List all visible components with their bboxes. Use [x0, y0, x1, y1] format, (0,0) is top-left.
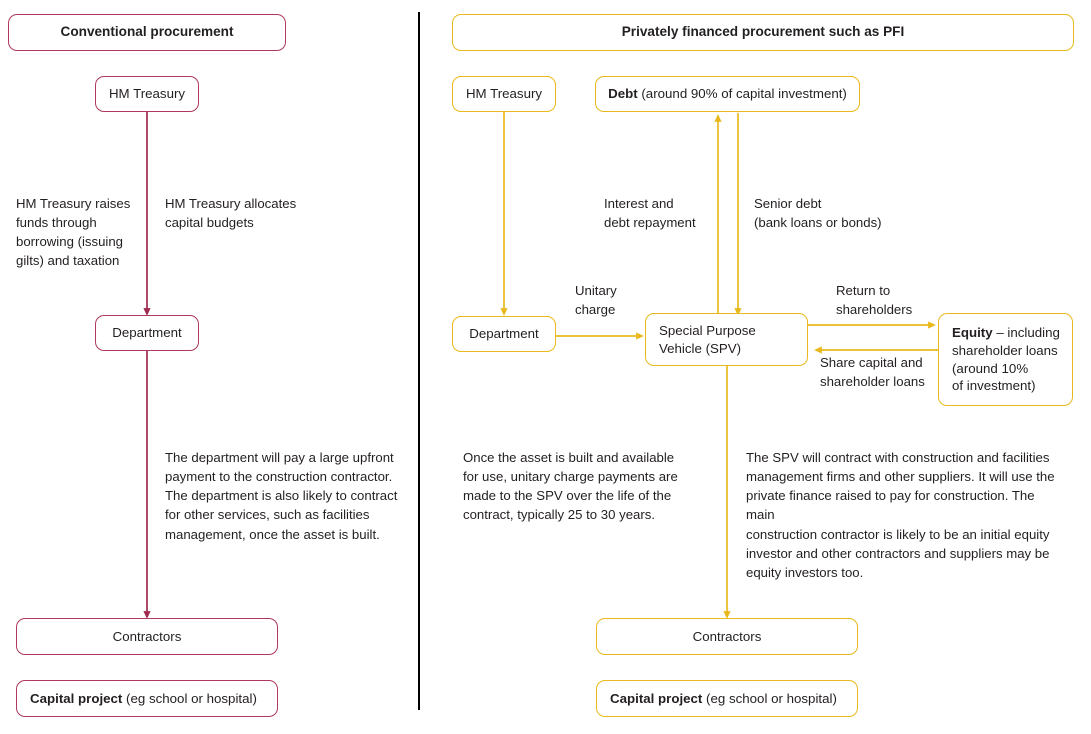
- note-pfi-once-built: Once the asset is built and available fo…: [463, 450, 678, 523]
- vertical-panel-divider: [418, 12, 420, 710]
- box-conventional-capital-project-text: Capital project (eg school or hospital): [30, 690, 257, 708]
- note-pfi-return-to-shareholders: Return to shareholders: [836, 283, 913, 318]
- note-pfi-interest-and-debt: Interest and debt repayment: [604, 196, 696, 231]
- box-conventional-hm-treasury-label: HM Treasury: [108, 86, 186, 102]
- note-conventional-treasury-raises: HM Treasury raises funds through borrowi…: [16, 196, 131, 269]
- box-pfi-equity[interactable]: Equity – including shareholder loans (ar…: [938, 313, 1073, 406]
- note-conventional-treasury-allocates: HM Treasury allocates capital budgets: [165, 196, 297, 231]
- panel-title-conventional-procurement: Conventional procurement: [8, 14, 286, 51]
- box-pfi-equity-text: Equity – including shareholder loans (ar…: [952, 324, 1060, 395]
- note-pfi-unitary-charge: Unitary charge: [575, 283, 617, 318]
- panel-title-pfi-label: Privately financed procurement such as P…: [621, 24, 905, 40]
- note-pfi-share-capital: Share capital and shareholder loans: [820, 355, 925, 390]
- box-pfi-capital-project-rest: (eg school or hospital): [702, 690, 837, 706]
- box-pfi-hm-treasury[interactable]: HM Treasury: [452, 76, 556, 112]
- box-pfi-capital-project-strong: Capital project: [610, 690, 703, 706]
- box-pfi-hm-treasury-label: HM Treasury: [465, 86, 543, 102]
- note-pfi-senior-debt: Senior debt (bank loans or bonds): [754, 196, 882, 231]
- box-pfi-debt-rest: (around 90% of capital investment): [637, 86, 847, 102]
- box-pfi-debt[interactable]: Debt (around 90% of capital investment): [595, 76, 860, 112]
- box-pfi-equity-rest: – including shareholder loans (around 10…: [952, 325, 1060, 394]
- box-conventional-contractors[interactable]: Contractors: [16, 618, 278, 655]
- box-conventional-hm-treasury[interactable]: HM Treasury: [95, 76, 199, 112]
- box-pfi-department-label: Department: [469, 326, 539, 342]
- box-conventional-capital-project-rest: (eg school or hospital): [122, 690, 257, 706]
- box-pfi-contractors-label: Contractors: [692, 628, 762, 644]
- box-conventional-department-label: Department: [112, 325, 182, 341]
- box-conventional-capital-project-strong: Capital project: [30, 690, 123, 706]
- box-pfi-equity-strong: Equity: [952, 325, 993, 341]
- box-conventional-capital-project[interactable]: Capital project (eg school or hospital): [16, 680, 278, 717]
- box-pfi-department[interactable]: Department: [452, 316, 556, 352]
- box-conventional-department[interactable]: Department: [95, 315, 199, 351]
- box-pfi-special-purpose-vehicle[interactable]: Special Purpose Vehicle (SPV): [645, 313, 808, 366]
- note-pfi-spv-contracts: The SPV will contract with construction …: [746, 450, 1055, 580]
- box-pfi-debt-text: Debt (around 90% of capital investment): [608, 85, 847, 103]
- box-pfi-contractors[interactable]: Contractors: [596, 618, 858, 655]
- note-conventional-department-pays: The department will pay a large upfront …: [165, 450, 398, 542]
- box-pfi-spv-label: Special Purpose Vehicle (SPV): [659, 322, 756, 356]
- box-pfi-capital-project[interactable]: Capital project (eg school or hospital): [596, 680, 858, 717]
- box-pfi-capital-project-text: Capital project (eg school or hospital): [610, 690, 837, 708]
- panel-title-conventional-label: Conventional procurement: [60, 24, 234, 40]
- box-conventional-contractors-label: Contractors: [112, 628, 182, 644]
- panel-title-pfi: Privately financed procurement such as P…: [452, 14, 1074, 51]
- box-pfi-debt-strong: Debt: [608, 86, 638, 102]
